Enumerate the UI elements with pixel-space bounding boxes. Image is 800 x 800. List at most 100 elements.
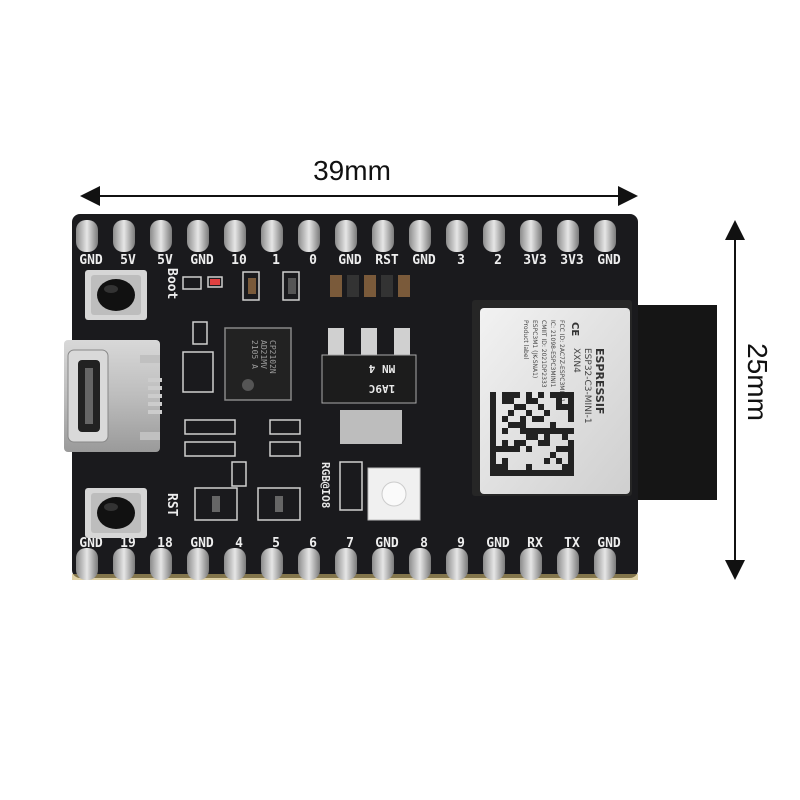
bottom-pin-label-11: GND (486, 536, 510, 551)
regulator-line-1: MN 4 (368, 362, 395, 375)
svg-text:ESPC3M1 (JK-SNA1): ESPC3M1 (JK-SNA1) (531, 320, 538, 378)
bottom-pin-label-5: 5 (272, 536, 280, 551)
top-pin-label-6: 0 (309, 253, 317, 268)
bottom-pin-label-2: 18 (157, 536, 173, 551)
top-pin-7 (335, 220, 357, 252)
top-pin-3 (187, 220, 209, 252)
rgb-label: RGB@IO8 (319, 462, 332, 508)
bottom-pin-14 (594, 548, 616, 580)
top-pin-label-10: 3 (457, 253, 465, 268)
bottom-pin-label-4: 4 (235, 536, 243, 551)
boot-button[interactable] (85, 270, 147, 320)
top-pin-label-2: 5V (157, 253, 173, 268)
bottom-pin-10 (446, 548, 468, 580)
bottom-pin-4 (224, 548, 246, 580)
bottom-pin-labels: GND 19 18 GND 4 5 6 7 GND 8 9 GND RX TX GND (79, 536, 621, 551)
bottom-pin-2 (150, 548, 172, 580)
chip-line-3: 2105 A (250, 340, 259, 369)
top-pin-11 (483, 220, 505, 252)
width-dimension: 39mm (80, 155, 638, 206)
bottom-pin-8 (372, 548, 394, 580)
top-pin-label-13: 3V3 (560, 253, 583, 268)
top-pin-13 (557, 220, 579, 252)
svg-text:FCC ID: 2AC7Z-ESPC3MINI1: FCC ID: 2AC7Z-ESPC3MINI1 (558, 320, 565, 402)
bottom-pin-label-1: 19 (120, 536, 136, 551)
top-pin-label-1: 5V (120, 253, 136, 268)
usb-uart-chip: CP2102N AD21MV 2105 A (224, 327, 292, 401)
bottom-pin-7 (335, 548, 357, 580)
bottom-pin-13 (557, 548, 579, 580)
bottom-pin-label-10: 9 (457, 536, 465, 551)
module-cert-text: FCC ID: 2AC7Z-ESPC3MINI1 IC: 21098-ESPC3… (522, 320, 565, 402)
top-pin-label-14: GND (597, 253, 621, 268)
top-pin-14 (594, 220, 616, 252)
bottom-pin-label-0: GND (79, 536, 103, 551)
module-model: ESP32-C3-MINI-1 (582, 348, 592, 424)
top-pin-8 (372, 220, 394, 252)
silabs-logo-icon (242, 379, 254, 391)
capacitors (210, 275, 410, 512)
bottom-pin-label-13: TX (564, 536, 580, 551)
rgb-led (367, 467, 421, 521)
bottom-pin-label-12: RX (527, 536, 543, 551)
width-label: 39mm (313, 155, 391, 186)
top-pin-2 (150, 220, 172, 252)
micro-usb-port[interactable] (64, 340, 162, 452)
bottom-pin-5 (261, 548, 283, 580)
bottom-pin-3 (187, 548, 209, 580)
chip-line-1: CP2102N (268, 340, 277, 374)
regulator-line-2: 1A9C (369, 382, 396, 395)
svg-text:Product label: Product label (522, 320, 529, 360)
esp32-module: ESPRESSIF ESP32-C3-MINI-1 XXN4 FCC ID: 2… (472, 300, 632, 496)
top-pin-1 (113, 220, 135, 252)
antenna-area (625, 305, 717, 500)
svg-text:IC: 21098-ESPC3MINI1: IC: 21098-ESPC3MINI1 (549, 320, 556, 388)
bottom-pin-11 (483, 548, 505, 580)
rst-label: RST (164, 493, 179, 517)
bottom-pin-label-6: 6 (309, 536, 317, 551)
bottom-pin-12 (520, 548, 542, 580)
module-code: XXN4 (571, 348, 581, 373)
top-pin-label-11: 2 (494, 253, 502, 268)
svg-text:CMIIT ID: 2021DP2333: CMIIT ID: 2021DP2333 (540, 320, 547, 388)
datamatrix-code-icon (490, 392, 574, 476)
bottom-pin-label-9: 8 (420, 536, 428, 551)
top-pin-5 (261, 220, 283, 252)
top-pin-9 (409, 220, 431, 252)
bottom-pin-1 (113, 548, 135, 580)
bottom-pin-label-3: GND (190, 536, 214, 551)
top-pin-12 (520, 220, 542, 252)
smd-components (182, 271, 363, 521)
bottom-pin-6 (298, 548, 320, 580)
height-label: 25mm (742, 343, 773, 421)
bottom-pin-label-14: GND (597, 536, 621, 551)
bottom-pin-0 (76, 548, 98, 580)
boot-label: Boot (164, 268, 179, 299)
bottom-pin-9 (409, 548, 431, 580)
top-pin-0 (76, 220, 98, 252)
top-header-pins (76, 220, 616, 252)
height-dimension: 25mm (725, 220, 773, 580)
chip-line-2: AD21MV (259, 340, 268, 369)
svg-text:CE: CE (569, 322, 580, 336)
top-pin-label-4: 10 (231, 253, 247, 268)
top-pin-label-0: GND (79, 253, 103, 268)
top-pin-6 (298, 220, 320, 252)
top-pin-label-9: GND (412, 253, 436, 268)
top-pin-label-12: 3V3 (523, 253, 546, 268)
module-brand: ESPRESSIF (593, 348, 606, 414)
bottom-pin-label-8: GND (375, 536, 399, 551)
voltage-regulator: MN 4 1A9C (321, 328, 417, 444)
top-pin-label-7: GND (338, 253, 362, 268)
top-pin-10 (446, 220, 468, 252)
top-pin-label-3: GND (190, 253, 214, 268)
reset-button[interactable] (85, 488, 147, 538)
top-pin-4 (224, 220, 246, 252)
top-pin-label-5: 1 (272, 253, 280, 268)
bottom-pin-label-7: 7 (346, 536, 354, 551)
ce-mark-icon: CE (569, 322, 580, 336)
top-pin-label-8: RST (375, 253, 399, 268)
bottom-header-pins (76, 548, 616, 580)
